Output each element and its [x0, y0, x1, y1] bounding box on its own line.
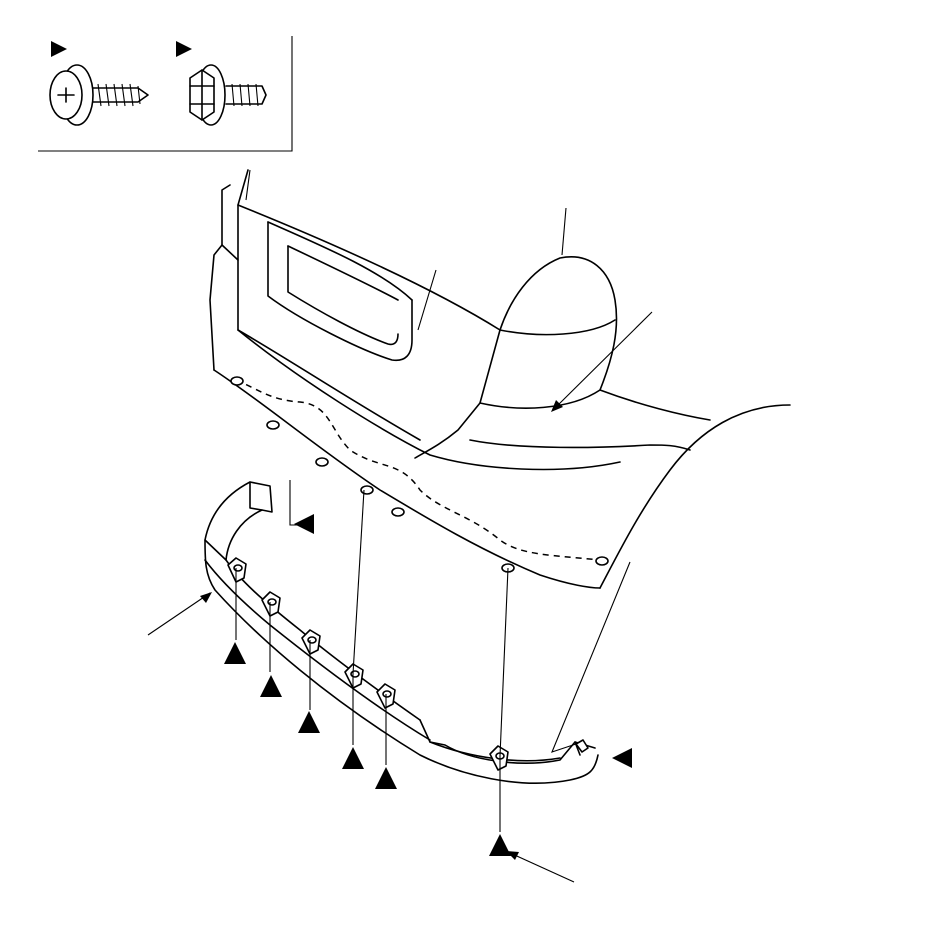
legend-triangle-right-marker-icon	[51, 41, 67, 57]
triangle-up-marker-icon	[260, 675, 282, 697]
triangle-up-marker-icon	[342, 747, 364, 769]
triangle-left-marker-icon	[612, 748, 632, 768]
flange-bolt-icon	[189, 64, 267, 126]
callout-arrows	[147, 311, 653, 883]
fastener-legend	[38, 36, 293, 152]
legend-triangle-right-marker-icon	[176, 41, 192, 57]
triangle-up-marker-icon	[224, 642, 246, 664]
self-tapping-screw-icon	[49, 64, 149, 126]
rear-bumper-cover	[209, 169, 791, 589]
arrowhead-icon	[200, 592, 212, 603]
fastener-markers	[224, 514, 632, 856]
arrowhead-icon	[551, 400, 563, 412]
triangle-left-marker-icon	[294, 514, 314, 534]
bumper-lower-spoiler	[204, 481, 599, 784]
leader-lines	[235, 169, 631, 832]
triangle-up-marker-icon	[375, 767, 397, 789]
triangle-up-marker-icon	[489, 834, 511, 856]
legend-border	[38, 36, 293, 152]
triangle-up-marker-icon	[298, 711, 320, 733]
